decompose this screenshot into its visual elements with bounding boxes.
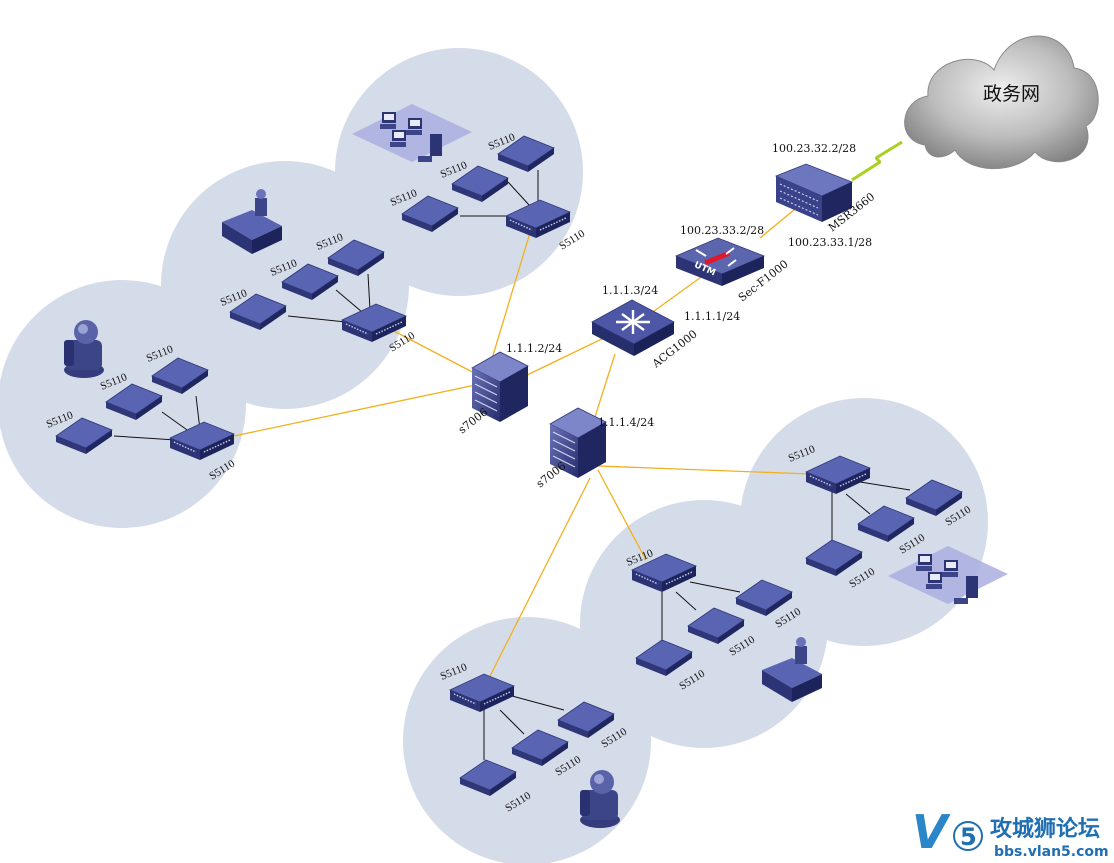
- acg1000-device[interactable]: [591, 299, 675, 356]
- watermark: V 5 攻城狮论坛 bbs.vlan5.com: [912, 805, 1109, 860]
- firewall-sec-f1000[interactable]: UTM: [674, 237, 766, 286]
- government-network-cloud: 政务网: [904, 35, 1099, 170]
- core1-name: s7006: [456, 405, 491, 436]
- watermark-url: bbs.vlan5.com: [994, 844, 1109, 860]
- watermark-logo-digit: 5: [960, 823, 977, 851]
- watermark-title: 攻城狮论坛: [990, 816, 1100, 842]
- core1-ip: 1.1.1.2/24: [506, 342, 562, 355]
- wan-link: [851, 140, 903, 182]
- router-ip-lower: 100.23.33.1/28: [788, 236, 872, 249]
- firewall-ip: 100.23.33.2/28: [680, 224, 764, 237]
- core2-ip: 1.1.1.4/24: [598, 416, 654, 429]
- watermark-logo-letter: V: [912, 805, 951, 859]
- cloud-label: 政务网: [983, 83, 1040, 105]
- access-lines: [113, 170, 911, 760]
- router-ip-upper: 100.23.32.2/28: [772, 142, 856, 155]
- zone-backgrounds: [0, 48, 988, 863]
- acg-ip-right: 1.1.1.1/24: [684, 310, 740, 323]
- acg-ip-left: 1.1.1.3/24: [602, 284, 658, 297]
- router-msr3660[interactable]: [774, 163, 854, 222]
